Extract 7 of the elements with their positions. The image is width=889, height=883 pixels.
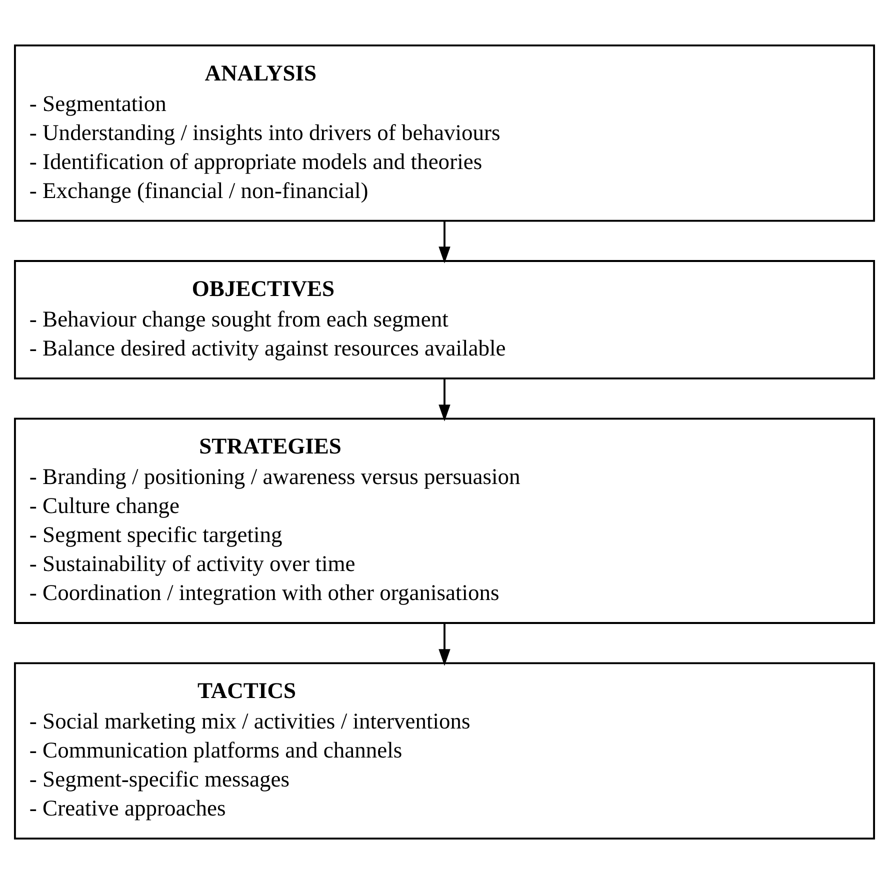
node-box: STRATEGIES - Branding / positioning / awareness versus persuasion - Culture change - Segment specific targeting - Sustainability of activity over time - Coordination / integration with other organisations: [14, 417, 875, 624]
node-box: OBJECTIVES - Behaviour change sought from each segment - Balance desired activity against resources available: [14, 260, 875, 379]
arrow: [438, 220, 450, 263]
node-box: ANALYSIS - Segmentation - Understanding / insights into drivers of behaviours - Identification of appropriate models and theories - Exchange (financial / non-financial): [14, 44, 875, 222]
node-box: TACTICS - Social marketing mix / activities / interventions - Communication platforms and channels - Segment-specific messages - Creative approaches: [14, 662, 875, 840]
arrow: [438, 378, 450, 421]
arrow: [438, 622, 450, 666]
